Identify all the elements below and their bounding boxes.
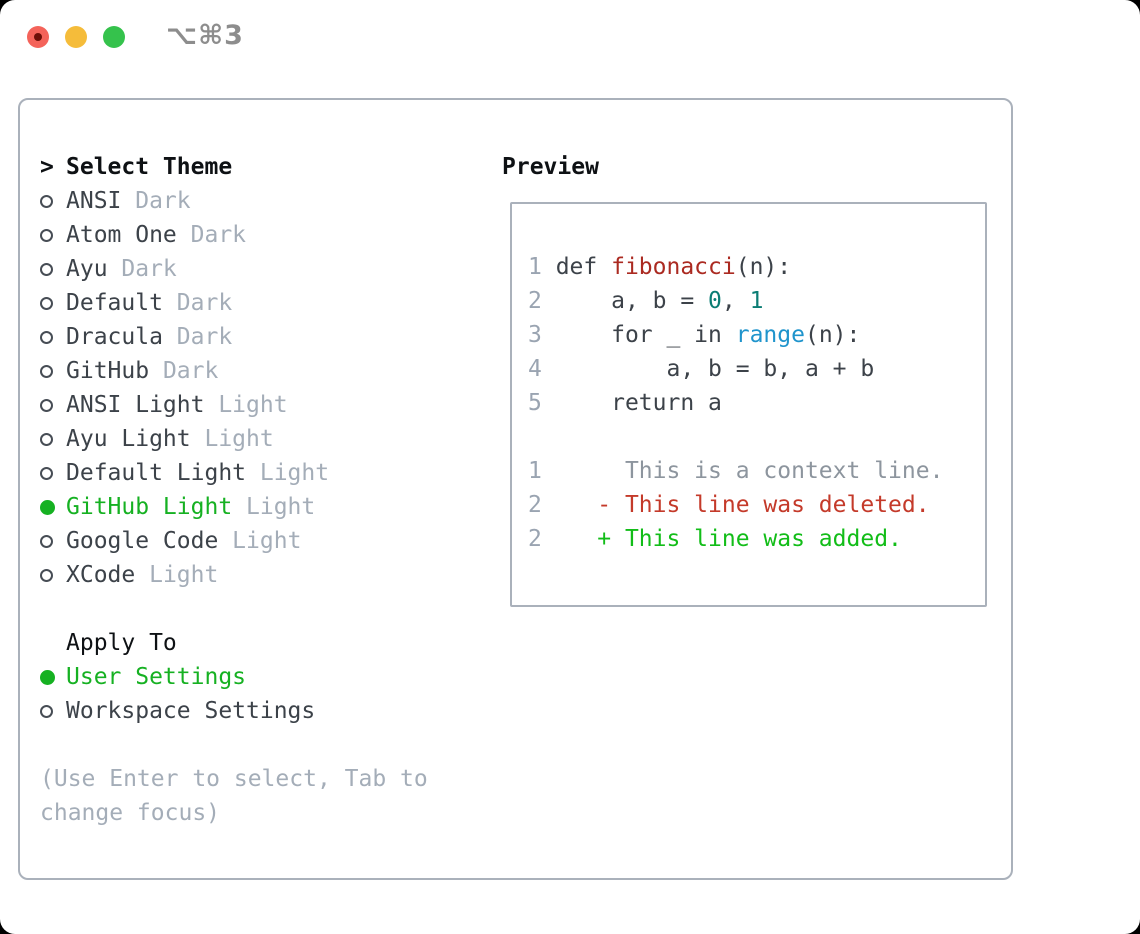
spacer	[40, 728, 480, 762]
theme-variant: Dark	[149, 358, 219, 384]
radio-icon	[40, 228, 66, 242]
radio-selected-icon	[40, 669, 66, 685]
preview-box: 1 def fibonacci(n): 2 a, b = 0, 1 3 for _ …	[510, 202, 987, 607]
code-line: 2 a, b = 0, 1	[528, 288, 764, 314]
theme-option-default[interactable]: Default Dark	[40, 286, 480, 320]
theme-variant: Light	[246, 460, 330, 486]
radio-icon	[40, 194, 66, 208]
theme-variant: Light	[190, 426, 274, 452]
radio-icon	[40, 398, 66, 412]
code-line: 5 return a	[528, 390, 722, 416]
radio-icon	[40, 534, 66, 548]
select-theme-header: Select Theme	[66, 154, 233, 180]
apply-option-user-settings[interactable]: User Settings	[40, 660, 480, 694]
apply-to-header-row: Apply To	[40, 626, 480, 660]
code-line: 3 for _ in range(n):	[528, 322, 861, 348]
theme-name: ANSI	[66, 188, 122, 214]
theme-variant: Light	[232, 494, 316, 520]
theme-option-xcode[interactable]: XCode Light	[40, 558, 480, 592]
code-line: 2 - This line was deleted.	[528, 492, 930, 518]
theme-option-github-light[interactable]: GitHub Light Light	[40, 490, 480, 524]
help-text: (Use Enter to select, Tab to change focu…	[40, 766, 428, 826]
code-line	[528, 420, 943, 454]
preview-code: 1 def fibonacci(n): 2 a, b = 0, 1 3 for _ …	[528, 250, 943, 556]
theme-name: Atom One	[66, 222, 177, 248]
close-dot-icon	[34, 33, 42, 41]
theme-name: Google Code	[66, 528, 219, 554]
theme-option-github[interactable]: GitHub Dark	[40, 354, 480, 388]
theme-option-default-light[interactable]: Default Light Light	[40, 456, 480, 490]
radio-icon	[40, 330, 66, 344]
theme-variant: Dark	[162, 290, 233, 316]
theme-option-ayu-light[interactable]: Ayu Light Light	[40, 422, 480, 456]
radio-icon	[40, 466, 66, 480]
radio-icon	[40, 432, 66, 446]
radio-icon	[40, 262, 66, 276]
window-title: ⌥⌘3	[166, 20, 244, 51]
spacer	[40, 592, 480, 626]
code-line: 4 a, b = b, a + b	[528, 356, 875, 382]
preview-header: Preview	[502, 154, 599, 180]
theme-option-atom-one[interactable]: Atom One Dark	[40, 218, 480, 252]
theme-variant: Light	[218, 528, 302, 554]
select-theme-header-row: > Select Theme	[40, 150, 480, 184]
apply-option-label: User Settings	[66, 664, 247, 690]
theme-variant: Dark	[107, 256, 177, 282]
radio-icon	[40, 296, 66, 310]
titlebar: ⌥⌘3	[0, 0, 1140, 74]
radio-icon	[40, 364, 66, 378]
theme-variant: Dark	[162, 324, 233, 350]
theme-name: Default	[66, 290, 163, 316]
theme-option-ansi[interactable]: ANSI Dark	[40, 184, 480, 218]
theme-name: Ayu	[66, 256, 108, 282]
code-line: 1 def fibonacci(n):	[528, 254, 792, 280]
zoom-button[interactable]	[103, 26, 125, 48]
minimize-button[interactable]	[65, 26, 87, 48]
theme-name: Ayu Light	[66, 426, 191, 452]
theme-name: GitHub	[66, 358, 150, 384]
radio-icon	[40, 568, 66, 582]
traffic-lights	[27, 26, 125, 48]
theme-name: XCode	[66, 562, 136, 588]
radio-selected-icon	[40, 499, 66, 515]
theme-variant: Light	[204, 392, 288, 418]
prompt-icon: >	[40, 154, 54, 180]
theme-variant: Dark	[121, 188, 191, 214]
theme-name: GitHub Light	[66, 494, 233, 520]
theme-name: Default Light	[66, 460, 247, 486]
radio-icon	[40, 704, 66, 718]
close-button[interactable]	[27, 26, 49, 48]
theme-name: ANSI Light	[66, 392, 205, 418]
theme-variant: Dark	[176, 222, 247, 248]
theme-option-ansi-light[interactable]: ANSI Light Light	[40, 388, 480, 422]
apply-option-workspace-settings[interactable]: Workspace Settings	[40, 694, 480, 728]
apply-to-header: Apply To	[66, 630, 177, 656]
theme-option-ayu[interactable]: Ayu Dark	[40, 252, 480, 286]
code-line: 1 This is a context line.	[528, 458, 944, 484]
code-line: 2 + This line was added.	[528, 526, 902, 552]
theme-name: Dracula	[66, 324, 163, 350]
apply-option-label: Workspace Settings	[66, 698, 316, 724]
theme-variant: Light	[135, 562, 219, 588]
theme-option-dracula[interactable]: Dracula Dark	[40, 320, 480, 354]
theme-option-google-code[interactable]: Google Code Light	[40, 524, 480, 558]
